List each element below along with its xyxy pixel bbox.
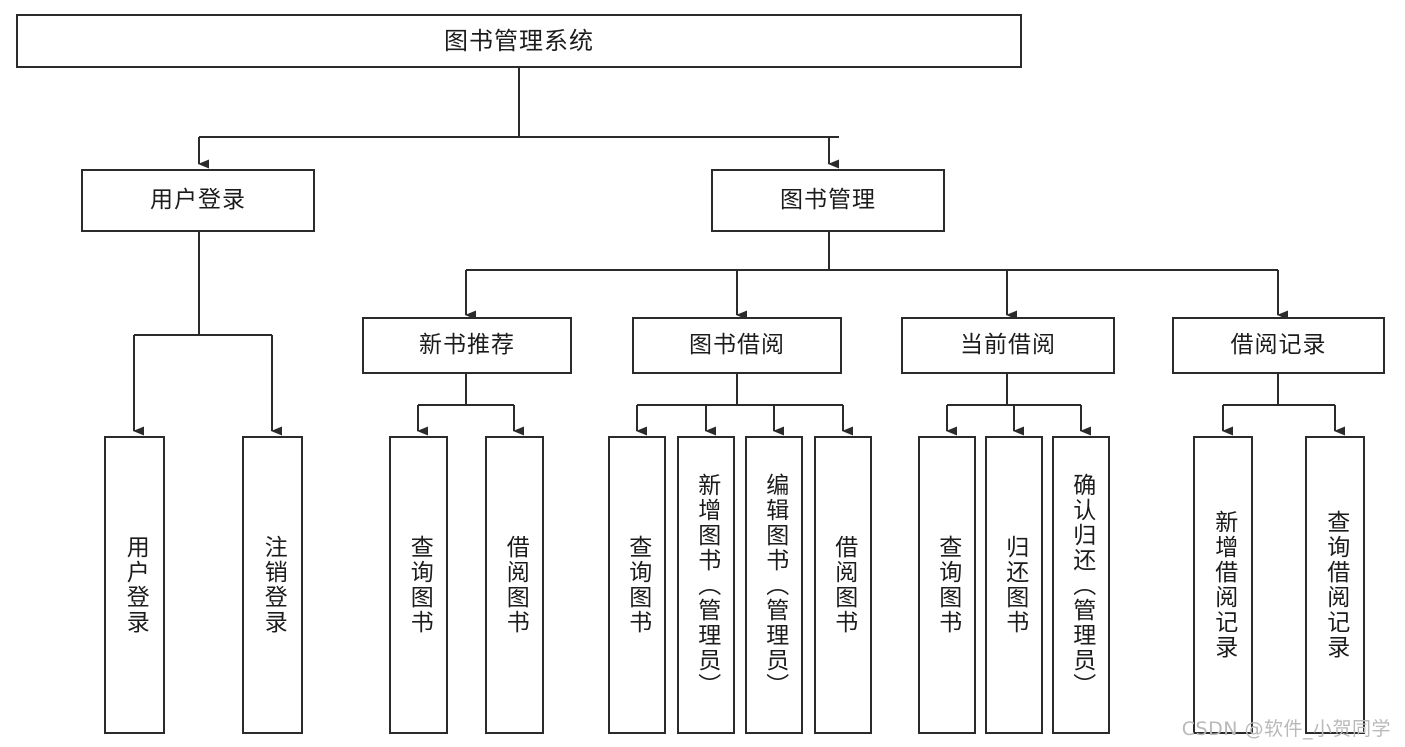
node-leaf-borrow-book-new[interactable]: 借阅图书 xyxy=(485,436,544,734)
node-leaf-query-borrow-record[interactable]: 查询借阅记录 xyxy=(1305,436,1365,734)
node-book-borrow-label: 图书借阅 xyxy=(689,331,785,358)
node-leaf-borrow-book-label: 借阅图书 xyxy=(830,535,857,635)
node-current-borrow[interactable]: 当前借阅 xyxy=(901,317,1115,374)
node-leaf-edit-book-admin-label: 编辑图书（管理员） xyxy=(761,472,788,698)
node-user-login[interactable]: 用户登录 xyxy=(81,169,315,232)
node-book-management-label: 图书管理 xyxy=(780,186,876,213)
node-user-login-label: 用户登录 xyxy=(150,186,246,213)
node-leaf-confirm-return-admin-label: 确认归还（管理员） xyxy=(1068,472,1095,698)
node-leaf-add-borrow-record-label: 新增借阅记录 xyxy=(1210,510,1237,660)
node-root-label: 图书管理系统 xyxy=(444,26,594,55)
node-leaf-user-login[interactable]: 用户登录 xyxy=(104,436,165,734)
node-leaf-logout-label: 注销登录 xyxy=(260,535,287,635)
node-borrow-records-label: 借阅记录 xyxy=(1230,331,1327,358)
node-leaf-logout[interactable]: 注销登录 xyxy=(242,436,303,734)
node-leaf-add-book-admin-label: 新增图书（管理员） xyxy=(693,472,720,698)
node-book-management[interactable]: 图书管理 xyxy=(711,169,945,232)
node-book-borrow[interactable]: 图书借阅 xyxy=(632,317,842,374)
node-leaf-query-book-borrow-label: 查询图书 xyxy=(624,535,651,635)
node-leaf-return-book[interactable]: 归还图书 xyxy=(985,436,1043,734)
node-leaf-edit-book-admin[interactable]: 编辑图书（管理员） xyxy=(745,436,803,734)
node-leaf-query-borrow-record-label: 查询借阅记录 xyxy=(1322,510,1349,660)
node-leaf-query-book-current[interactable]: 查询图书 xyxy=(918,436,976,734)
node-leaf-query-book-new-label: 查询图书 xyxy=(406,535,433,635)
node-leaf-return-book-label: 归还图书 xyxy=(1001,535,1028,635)
node-borrow-records[interactable]: 借阅记录 xyxy=(1172,317,1385,374)
watermark: CSDN @软件_小贺同学 xyxy=(1181,718,1391,740)
node-leaf-borrow-book[interactable]: 借阅图书 xyxy=(814,436,872,734)
node-root[interactable]: 图书管理系统 xyxy=(16,14,1022,68)
node-leaf-add-borrow-record[interactable]: 新增借阅记录 xyxy=(1193,436,1253,734)
node-leaf-query-book-current-label: 查询图书 xyxy=(934,535,961,635)
node-leaf-query-book-new[interactable]: 查询图书 xyxy=(389,436,448,734)
node-leaf-query-book-borrow[interactable]: 查询图书 xyxy=(608,436,666,734)
node-leaf-confirm-return-admin[interactable]: 确认归还（管理员） xyxy=(1052,436,1110,734)
node-new-book-recommend-label: 新书推荐 xyxy=(419,331,515,358)
node-leaf-borrow-book-new-label: 借阅图书 xyxy=(502,535,529,635)
node-leaf-user-login-label: 用户登录 xyxy=(122,535,149,635)
node-leaf-add-book-admin[interactable]: 新增图书（管理员） xyxy=(677,436,735,734)
node-current-borrow-label: 当前借阅 xyxy=(960,331,1056,358)
node-new-book-recommend[interactable]: 新书推荐 xyxy=(362,317,572,374)
